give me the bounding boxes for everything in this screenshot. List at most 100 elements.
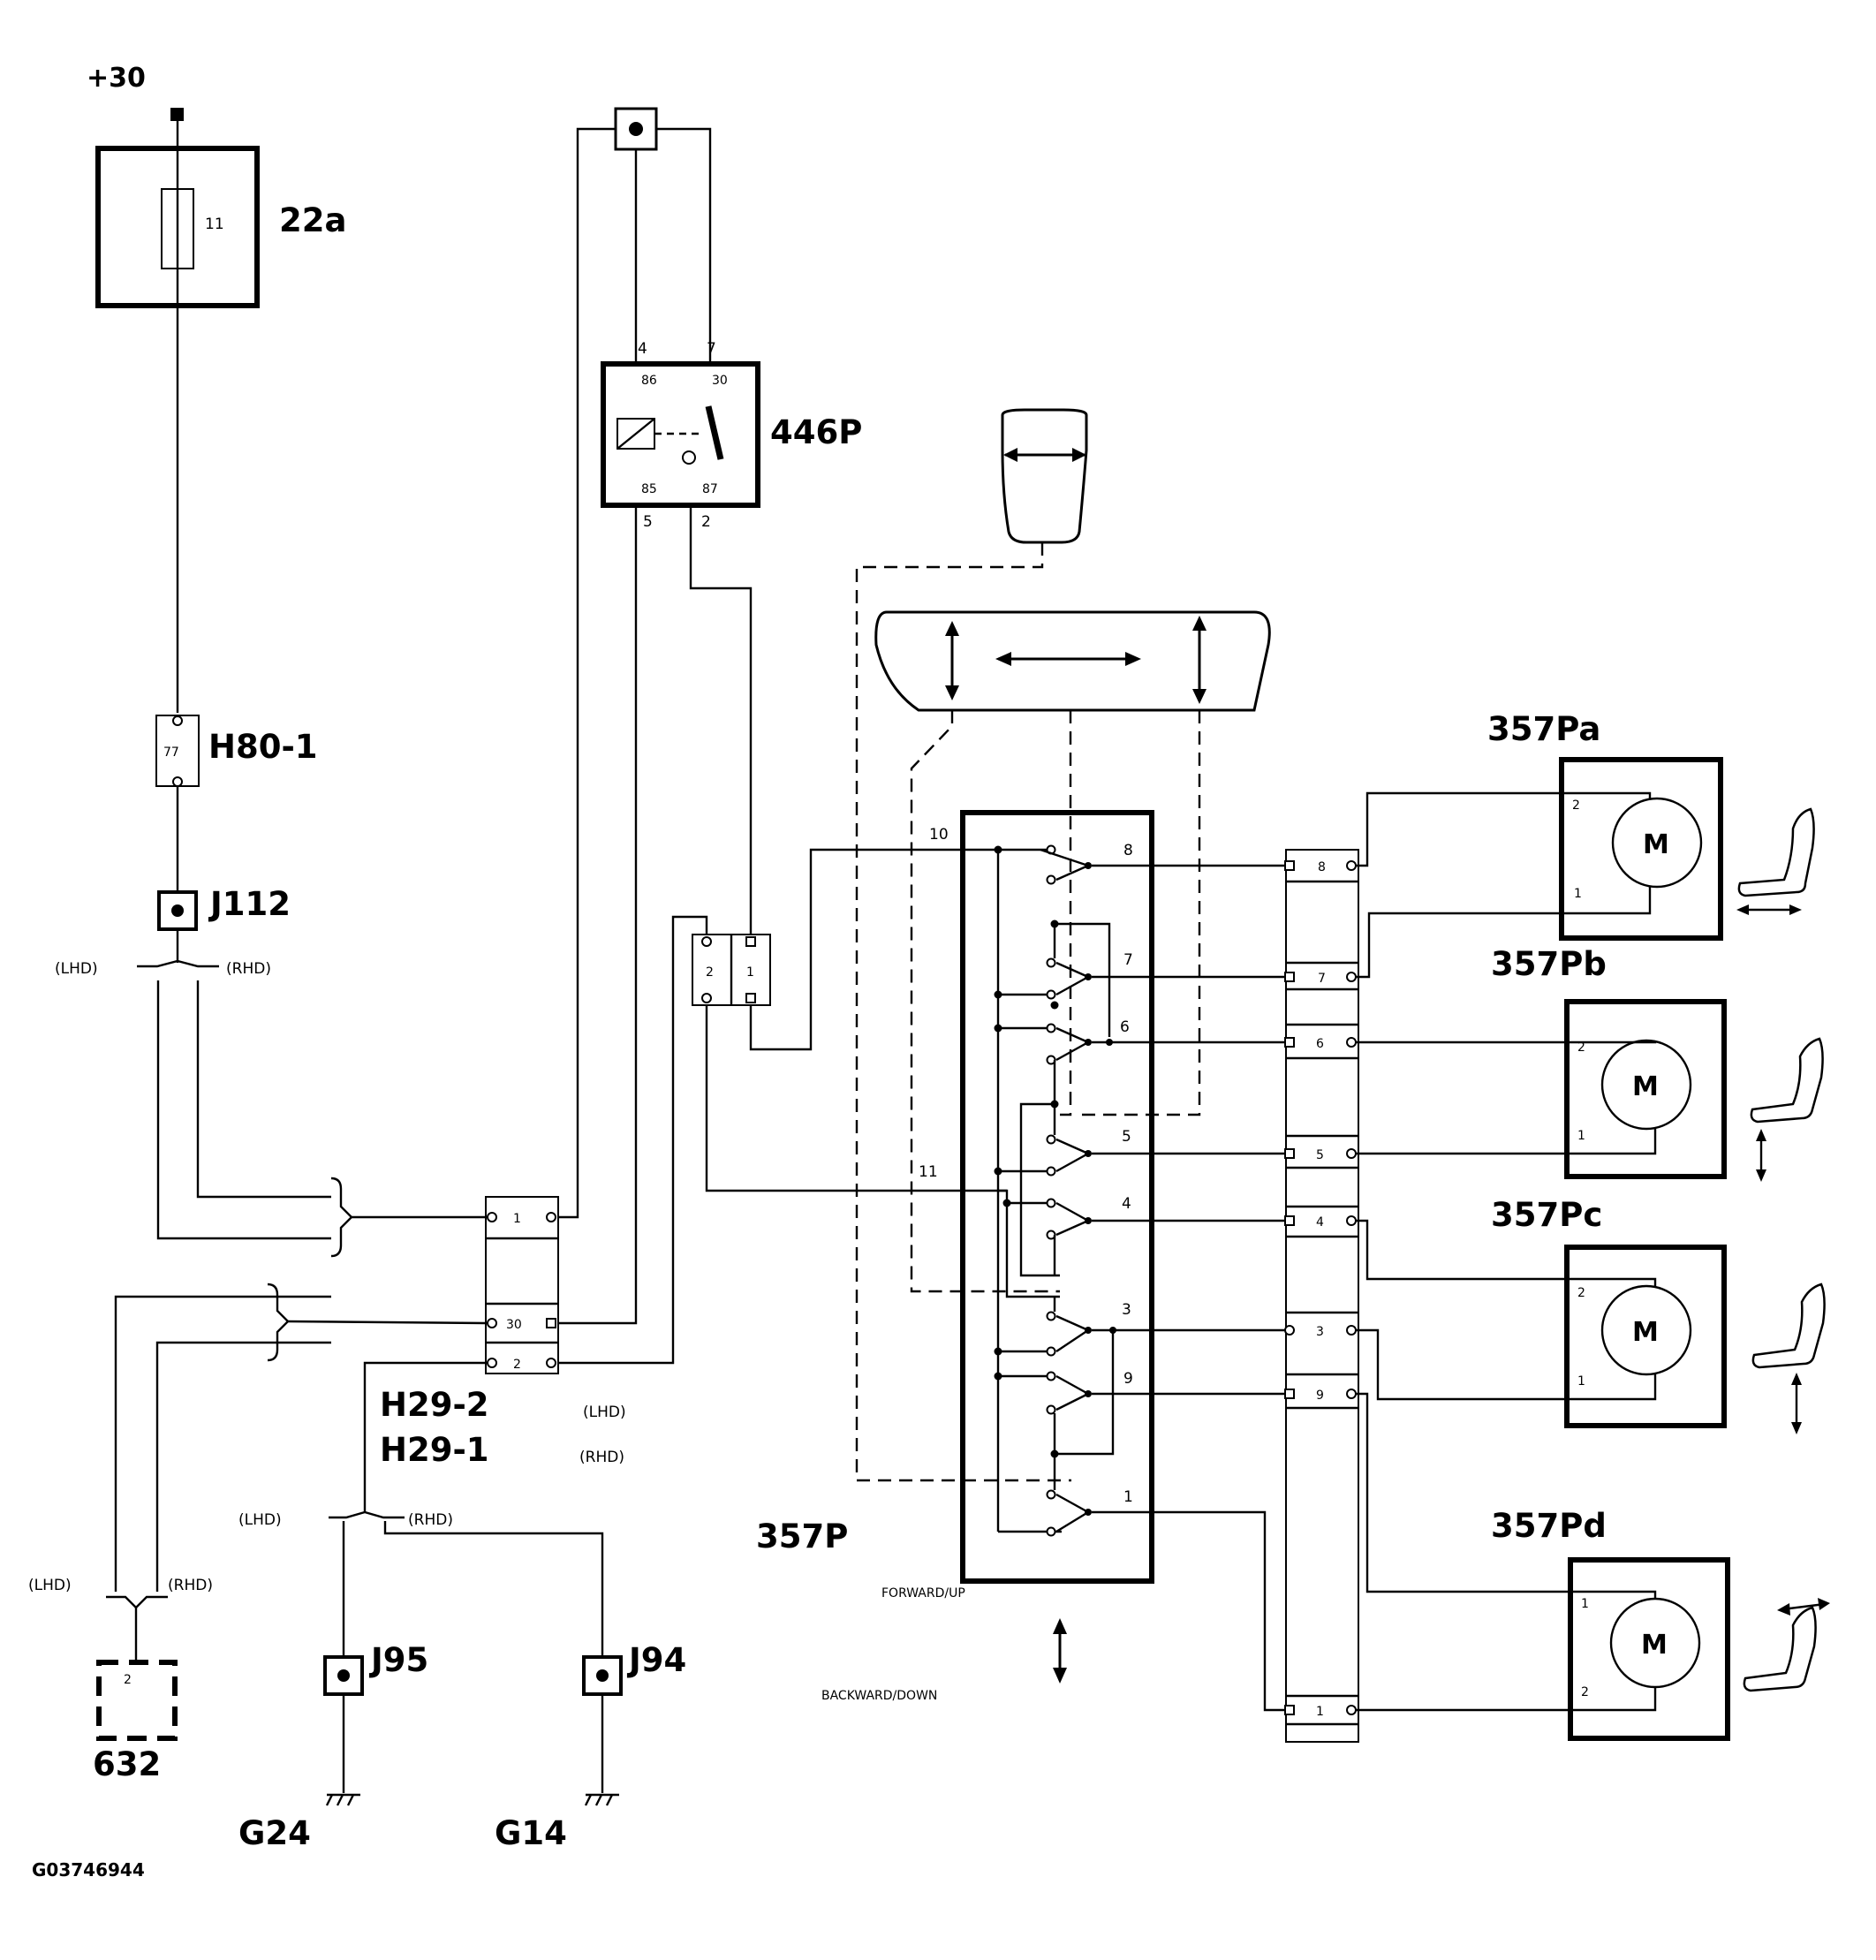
svg-text:6: 6 [1316, 1037, 1324, 1051]
switch-label: 357P [756, 1517, 848, 1555]
svg-text:2: 2 [1577, 1286, 1585, 1300]
relay-446p [601, 361, 760, 508]
switch-pin-7-label: 7 [1123, 951, 1133, 969]
svg-text:M: M [1641, 1630, 1668, 1661]
seat-backrest-icon [1743, 1598, 1830, 1692]
motor-c-label: 357Pc [1491, 1196, 1602, 1234]
relay-contact-arm [705, 405, 724, 460]
svg-text:3: 3 [1316, 1325, 1324, 1339]
ground-branch: (LHD) (RHD) J95 G24 J94 G14 [238, 1361, 686, 1852]
forward-up-label: FORWARD/UP [881, 1586, 965, 1601]
switch-pin-1-label: 1 [1123, 1488, 1133, 1506]
h29-1-label: H29-1 [380, 1431, 489, 1469]
motor-harness-connector: 8 7 6 5 4 3 9 1 [1284, 849, 1359, 1743]
motor-b-symbol [1600, 1039, 1692, 1131]
relay-pin-5-label: 5 [643, 513, 653, 531]
motor-d-label: 357Pd [1491, 1507, 1607, 1545]
motor-357pb [1564, 999, 1727, 1179]
relay-pin-7-label: 7 [707, 340, 716, 358]
svg-text:2: 2 [1572, 798, 1580, 813]
motor-357pc-group: 357Pc M 2 1 [1356, 1196, 1826, 1434]
svg-text:M: M [1632, 1317, 1659, 1348]
switch-pin-6-label: 6 [1120, 1018, 1130, 1036]
switch-357p [960, 810, 1154, 1584]
switch-pin-3-label: 3 [1122, 1301, 1131, 1319]
motor-c-symbol [1600, 1284, 1692, 1376]
h80-label: H80-1 [208, 728, 318, 766]
relay-pin-2-label: 2 [701, 513, 711, 531]
j95-label: J95 [368, 1641, 428, 1679]
svg-text:8: 8 [1318, 860, 1326, 874]
svg-text:1: 1 [1577, 1374, 1585, 1389]
svg-text:M: M [1632, 1071, 1659, 1102]
h29-pin-2: 2 [513, 1358, 521, 1372]
c632-pin-label: 2 [124, 1673, 132, 1687]
relay-label: 446P [770, 413, 862, 451]
motor-a-symbol [1611, 797, 1703, 889]
ground-rhd-label: (RHD) [408, 1511, 453, 1529]
motor-357pd-group: 357Pd M 1 2 [1356, 1392, 1830, 1741]
switch-pin-10-label: 10 [929, 826, 949, 844]
h29-connector-group: 1 30 2 H29-2 H29-1 (LHD) (RHD) [380, 1196, 626, 1469]
relay-pin-30-label: 30 [712, 374, 728, 388]
svg-text:1: 1 [1581, 1597, 1589, 1611]
motor-357pa-group: 357Pa M 2 1 [1356, 710, 1815, 979]
fuse-box-22a [95, 146, 260, 308]
motor-357pb-group: 357Pb M 2 1 [1356, 945, 1824, 1182]
seat-back-knob-icon [1001, 408, 1088, 544]
seat-height-front-icon [1750, 1037, 1824, 1182]
relay-pin-87-label: 87 [702, 482, 718, 496]
motor-a-label: 357Pa [1487, 710, 1600, 748]
switch-pin-11-label: 11 [919, 1163, 938, 1181]
backward-down-label: BACKWARD/DOWN [821, 1689, 937, 1703]
svg-text:1: 1 [1574, 887, 1582, 901]
switch-pin-4-label: 4 [1122, 1195, 1131, 1213]
h29-2-lhd-label: (LHD) [583, 1404, 626, 1421]
svg-text:M: M [1643, 829, 1669, 860]
h29-1-rhd-label: (RHD) [579, 1449, 624, 1466]
j112-label: J112 [208, 885, 291, 923]
svg-text:2: 2 [1577, 1041, 1585, 1055]
relay-pin-4-label: 4 [638, 340, 647, 358]
connector-632 [96, 1660, 178, 1741]
connector-632-label: 632 [93, 1745, 161, 1783]
motor-357pd [1568, 1557, 1730, 1741]
small-conn-pin-1: 1 [746, 965, 754, 980]
seat-fore-aft-icon [1736, 807, 1815, 915]
ground-lhd-label: (LHD) [238, 1511, 282, 1529]
fuse-number-label: 11 [205, 216, 224, 233]
supply-terminal [170, 108, 184, 121]
motor-357pa [1559, 757, 1723, 941]
g14-label: G14 [495, 1814, 567, 1852]
seat-height-rear-icon [1751, 1283, 1826, 1434]
small-conn-pin-2: 2 [706, 965, 714, 980]
h29-pin-30: 30 [506, 1318, 522, 1332]
motor-357pc [1564, 1245, 1727, 1428]
relay-group: 4 7 86 30 85 87 446P 5 2 [558, 107, 862, 1325]
relay-pin-86-label: 86 [641, 374, 657, 388]
svg-text:7: 7 [1318, 972, 1326, 986]
j112-lhd-label: (LHD) [55, 960, 98, 978]
h80-connector [155, 715, 200, 787]
connector-632-group: (LHD) (RHD) 2 632 [28, 1283, 487, 1783]
svg-text:5: 5 [1316, 1148, 1324, 1162]
h29-2-label: H29-2 [380, 1386, 489, 1424]
svg-text:1: 1 [1316, 1705, 1324, 1719]
figure-id: G03746944 [32, 1859, 145, 1881]
supply-label: +30 [87, 63, 146, 94]
small-connector-group: 2 1 [558, 848, 1007, 1365]
power-supply-branch: +30 11 22a 77 H80-1 J112 (LHD) (RHD) [55, 63, 486, 1258]
fuse-box-label: 22a [279, 201, 346, 239]
seat-cushion-knob-icon [874, 610, 1271, 712]
h29-pin-1: 1 [513, 1212, 521, 1226]
c632-rhd-label: (RHD) [168, 1577, 213, 1594]
motor-b-label: 357Pb [1491, 945, 1607, 983]
svg-text:9: 9 [1316, 1389, 1324, 1403]
switch-357p-group: 10 11 8 7 [756, 810, 1290, 1712]
svg-text:4: 4 [1316, 1215, 1324, 1230]
svg-text:1: 1 [1577, 1129, 1585, 1143]
switch-knob-icons [855, 408, 1271, 1482]
svg-text:2: 2 [1581, 1685, 1589, 1699]
switch-pin-9-label: 9 [1123, 1370, 1133, 1388]
